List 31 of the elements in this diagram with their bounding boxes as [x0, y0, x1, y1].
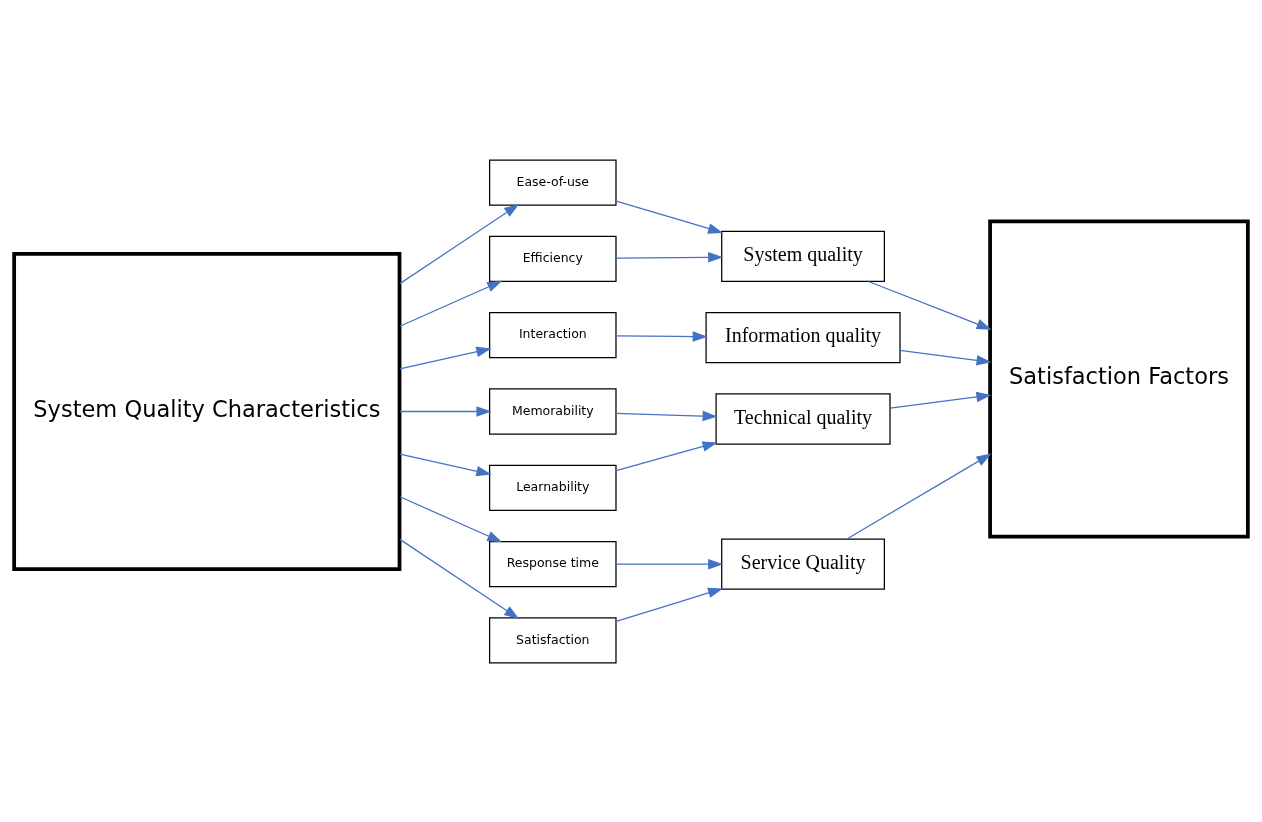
arrow	[399, 280, 503, 327]
arrow	[889, 391, 992, 409]
node-box: Service Quality	[721, 538, 885, 590]
node-box: Interaction	[489, 311, 617, 358]
node-box: Memorability	[489, 387, 617, 435]
arrow	[399, 405, 492, 417]
node-box: Satisfaction	[489, 616, 617, 664]
arrow	[399, 453, 492, 476]
node-box: Technical quality	[715, 392, 891, 445]
node-box: System Quality Characteristics	[12, 251, 402, 571]
node-box: Satisfaction Factors	[988, 218, 1250, 538]
arrow	[615, 410, 718, 421]
node-box: Ease-of-use	[489, 158, 617, 206]
arrow	[615, 251, 724, 263]
arrow	[899, 349, 992, 366]
node-box: Learnability	[489, 464, 617, 511]
node-box: Information quality	[705, 311, 901, 363]
arrow	[399, 203, 520, 284]
node-box: Efficiency	[489, 235, 617, 282]
arrow	[846, 453, 992, 540]
arrow	[399, 495, 503, 542]
arrow	[615, 587, 724, 622]
arrow	[399, 346, 492, 369]
arrow	[615, 440, 718, 471]
arrow	[399, 538, 520, 619]
node-box: System quality	[721, 230, 885, 282]
arrow	[615, 330, 708, 342]
node-box: Response time	[489, 540, 617, 587]
arrow	[867, 280, 992, 330]
arrow	[615, 199, 724, 234]
arrow	[615, 558, 724, 569]
